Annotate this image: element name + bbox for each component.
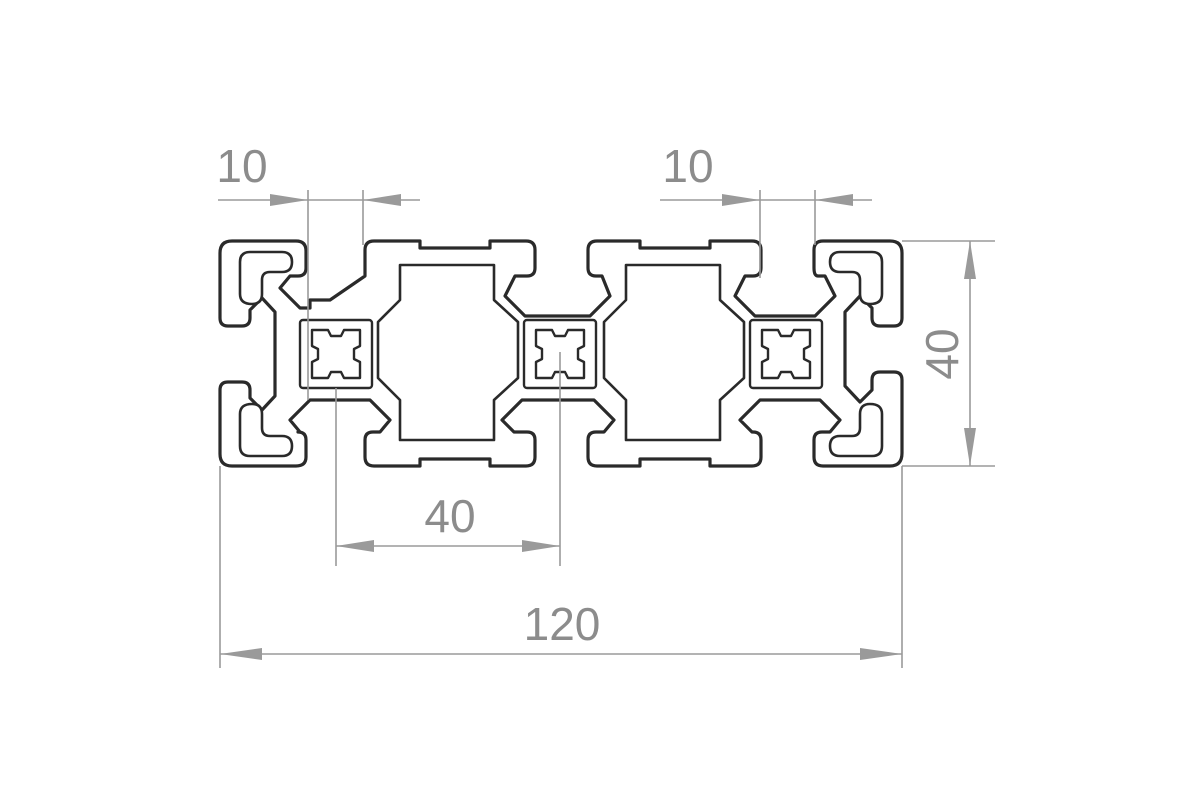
arrow-head [964,428,976,466]
corner-pocket-top-right [828,250,884,306]
chamber-right [602,263,746,442]
arrow-head [964,241,976,279]
corner-pocket-bottom-right [828,402,884,458]
core-node-right [748,318,824,390]
arrow-head [363,194,401,206]
core-node-left [298,318,374,390]
profile-cross-section [218,239,904,468]
dimension-label-width: 120 [524,598,601,650]
arrow-head [860,648,902,660]
dimension-label-slot-left: 10 [216,140,267,192]
dimension-pitch [335,352,561,566]
arrow-head [722,194,760,206]
chamber-left [376,263,520,442]
dimension-label-pitch: 40 [424,490,475,542]
arrow-head [522,540,560,552]
dimension-width [219,466,903,668]
arrow-head [270,194,308,206]
corner-pocket-top-left [238,250,294,306]
arrow-head [815,194,853,206]
corner-pocket-bottom-left [238,402,294,458]
arrow-head [220,648,262,660]
dimension-label-height: 40 [916,328,968,379]
dimension-slot-right [660,190,872,278]
dimension-height [902,240,995,467]
arrow-head [336,540,374,552]
dimension-slot-left [218,190,420,400]
dimension-label-slot-right: 10 [662,140,713,192]
